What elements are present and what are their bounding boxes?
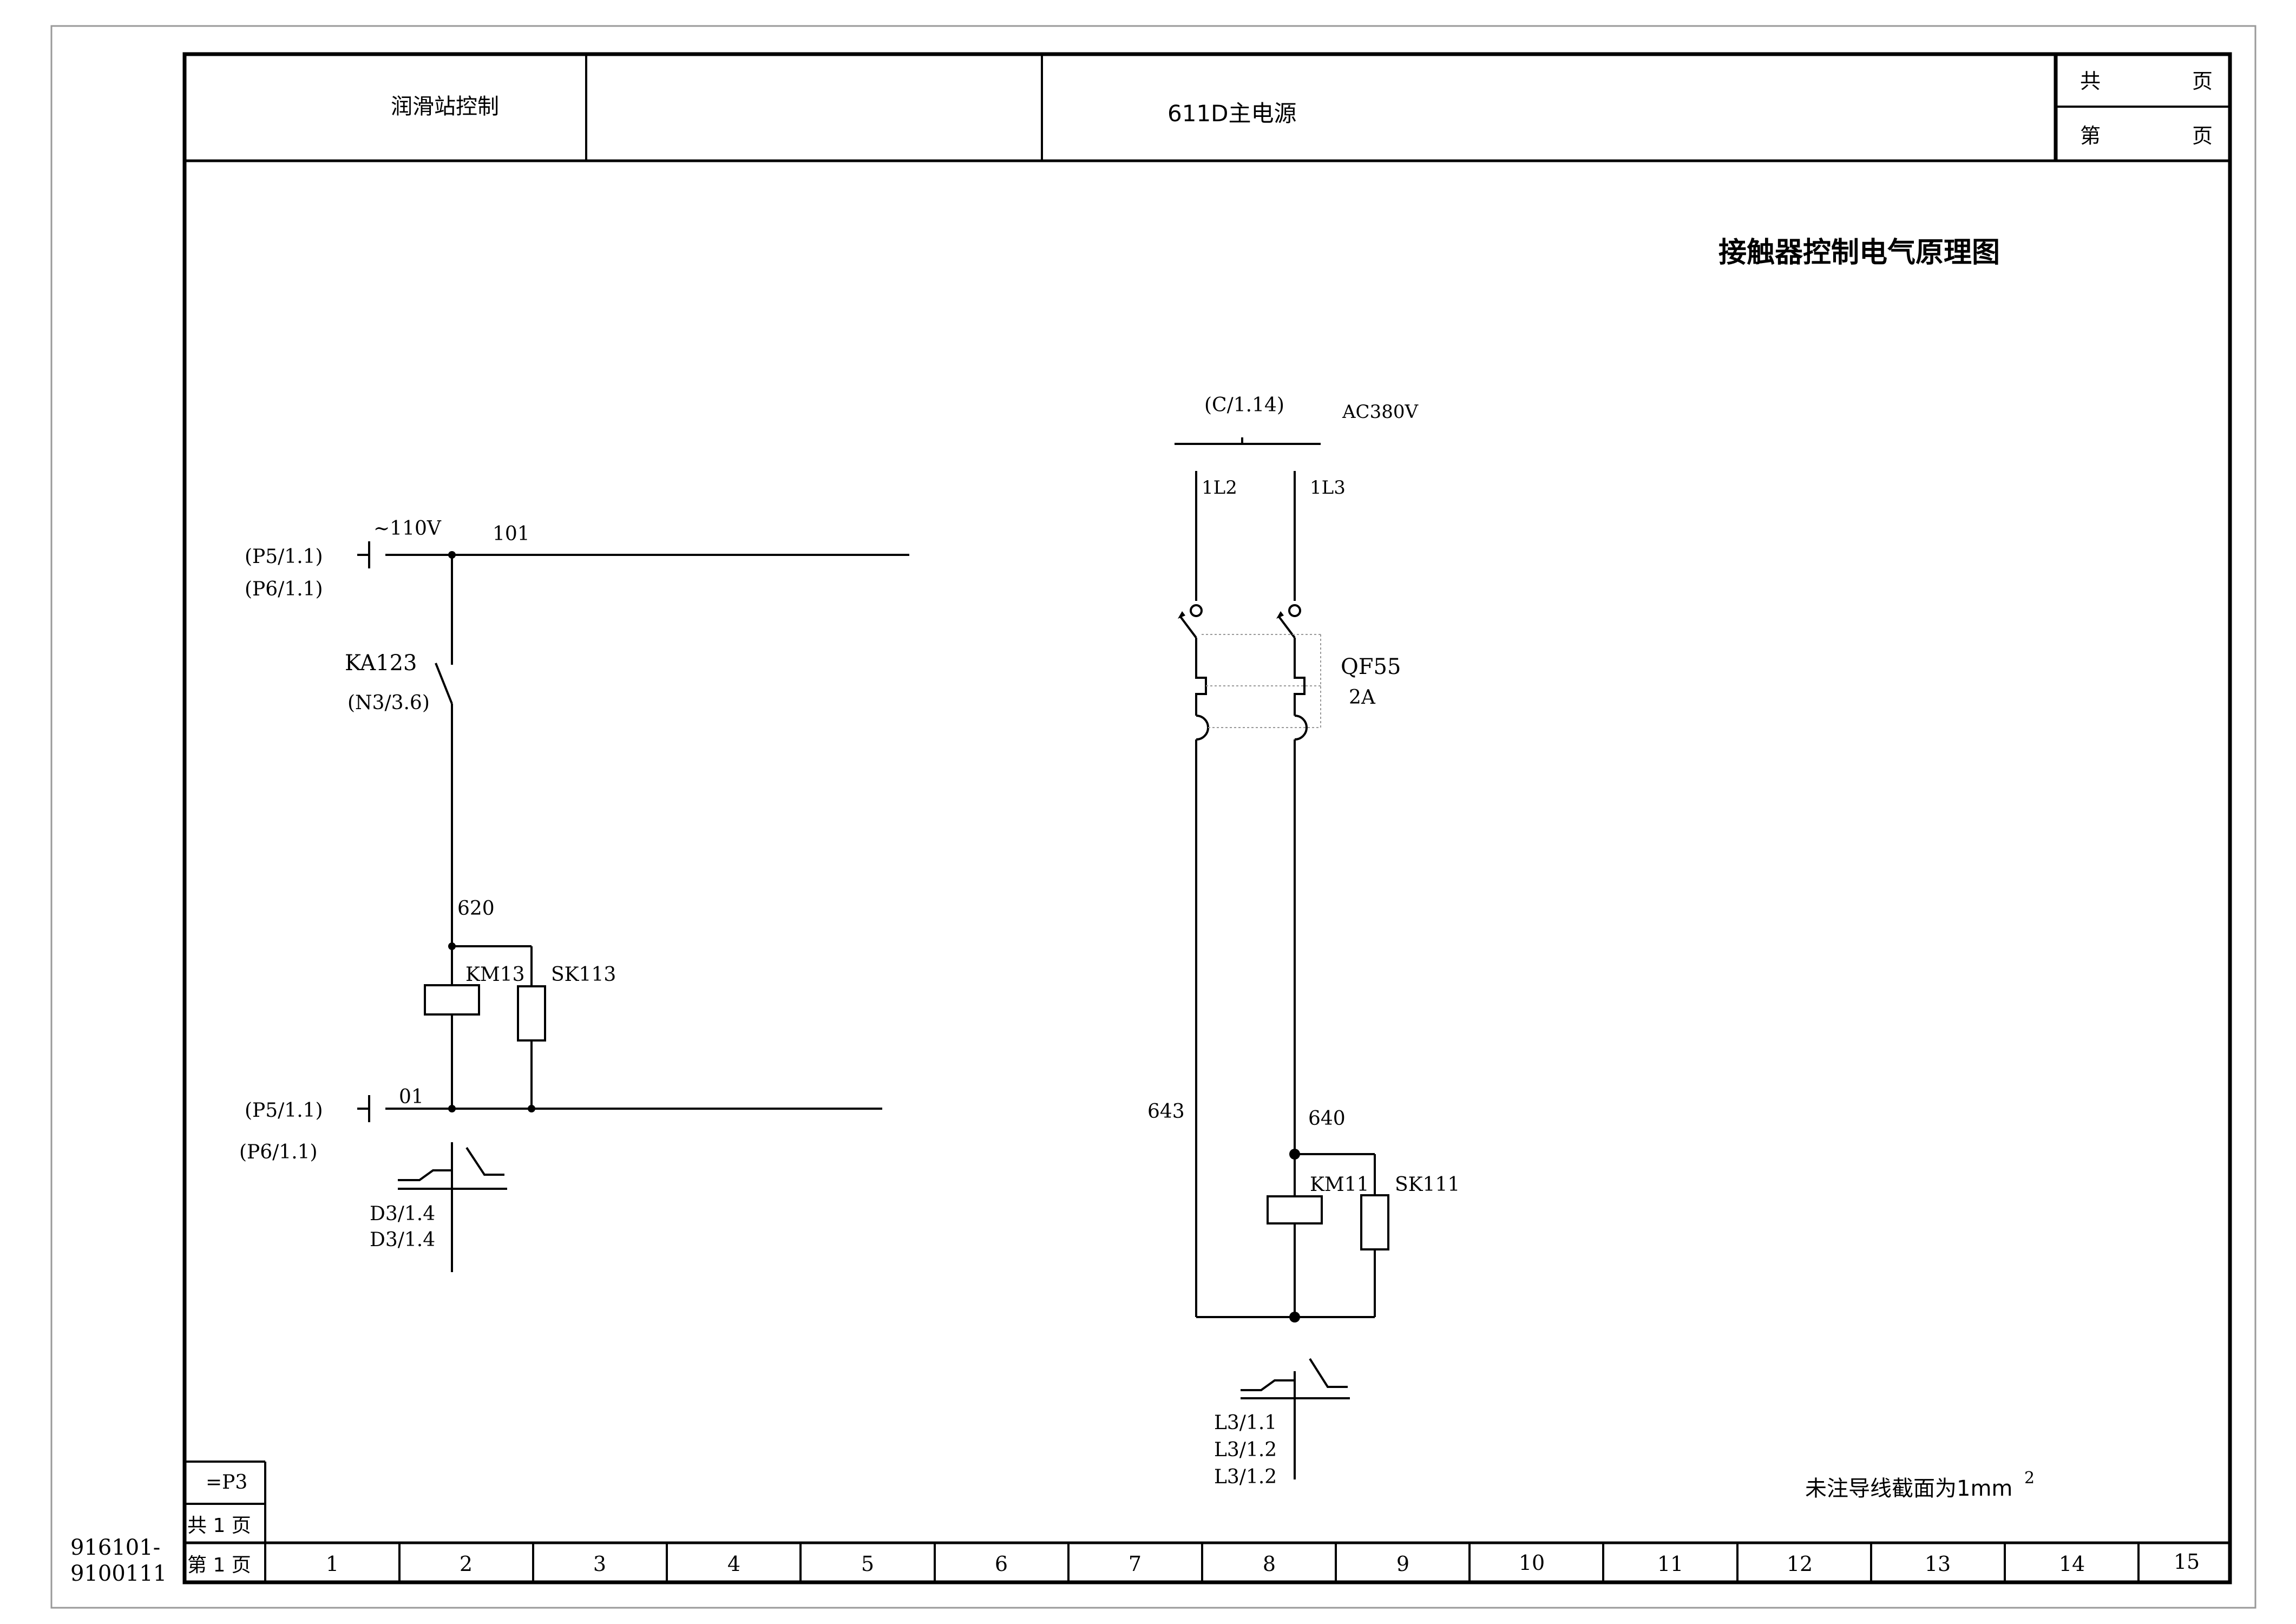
- column-number: 13: [1925, 1552, 1951, 1576]
- subject-title: 611D主电源: [1167, 100, 1297, 127]
- footer-grid: [185, 1461, 2230, 1582]
- breaker-rating: 2A: [1349, 686, 1376, 709]
- right-voltage-label: AC380V: [1342, 401, 1419, 423]
- junction-coil-return: [1289, 1312, 1300, 1322]
- column-number: 10: [1519, 1551, 1545, 1575]
- drawing-frame: [182, 52, 2232, 1584]
- breaker-label-qf55: QF55: [1341, 654, 1401, 679]
- page-border: [50, 25, 2256, 1609]
- column-number: 2: [460, 1552, 473, 1576]
- wire-section-note-superscript: 2: [2024, 1469, 2035, 1488]
- page-number-label: 第: [2080, 124, 2101, 148]
- right-circuit-wiring: [1175, 437, 1389, 1479]
- left-circuit-wiring: [357, 541, 909, 1272]
- left-return-ref-1: (P5/1.1): [245, 1099, 323, 1122]
- left-contact-ref-1: D3/1.4: [370, 1203, 435, 1225]
- wire-label-643: 643: [1147, 1101, 1185, 1123]
- right-contact-ref-1: L3/1.1: [1214, 1412, 1277, 1434]
- title-block: [185, 54, 2230, 162]
- total-pages-unit: 页: [2192, 69, 2213, 93]
- left-source-ref-1: (P5/1.1): [245, 546, 323, 568]
- junction-620: [448, 942, 456, 950]
- right-contact-ref-2: L3/1.2: [1214, 1439, 1277, 1461]
- junction-coil-bottom: [448, 1105, 456, 1112]
- junction-101: [448, 551, 456, 559]
- left-voltage-label: ~110V: [373, 518, 442, 540]
- column-number: 7: [1129, 1552, 1142, 1576]
- breaker-mechanical-link: [1202, 634, 1321, 728]
- coil-label-km11: KM11: [1310, 1174, 1369, 1196]
- wire-label-620: 620: [457, 898, 495, 920]
- breaker-actuator-right: [1276, 611, 1284, 619]
- relay-contact-ref: (N3/3.6): [347, 692, 430, 714]
- column-number: 14: [2059, 1552, 2085, 1576]
- phase-label-1l2: 1L2: [1202, 477, 1237, 499]
- phase-label-1l3: 1L3: [1310, 477, 1346, 499]
- column-number: 6: [995, 1552, 1008, 1576]
- column-numbers: 1 2 3 4 5 6 7 8 9 10 11 12 13 14 15: [326, 1550, 2200, 1576]
- column-number: 4: [727, 1552, 740, 1576]
- wire-section-note: 未注导线截面为1mm: [1805, 1476, 2012, 1501]
- page-number-unit: 页: [2192, 124, 2213, 148]
- total-pages-label: 共: [2080, 69, 2101, 93]
- column-number: 1: [326, 1552, 339, 1576]
- column-number: 9: [1396, 1552, 1409, 1576]
- right-contact-ref-3: L3/1.2: [1214, 1466, 1277, 1488]
- suppressor-label-sk113: SK113: [551, 964, 616, 986]
- drawing-title: 接触器控制电气原理图: [1718, 237, 2000, 269]
- wire-label-101: 101: [493, 523, 530, 545]
- drawing-number-line-2: 9100111: [70, 1561, 167, 1586]
- left-return-ref-2: (P6/1.1): [239, 1141, 318, 1163]
- project-title: 润滑站控制: [391, 94, 499, 119]
- column-number: 3: [593, 1552, 606, 1576]
- left-contact-ref-2: D3/1.4: [370, 1229, 435, 1251]
- column-number: 12: [1787, 1552, 1813, 1576]
- footer-total-pages: 共 1 页: [187, 1515, 251, 1537]
- coil-label-km13: KM13: [465, 964, 525, 986]
- breaker-actuator-left: [1178, 611, 1185, 619]
- junction-640: [1289, 1149, 1300, 1160]
- footer-current-page: 第 1 页: [187, 1554, 251, 1576]
- left-source-ref-2: (P6/1.1): [245, 578, 323, 600]
- wire-label-01: 01: [399, 1086, 424, 1108]
- column-number: 5: [861, 1552, 874, 1576]
- right-source-ref: (C/1.14): [1204, 394, 1284, 416]
- suppressor-label-sk111: SK111: [1395, 1174, 1460, 1196]
- drawing-number-line-1: 916101-: [70, 1535, 160, 1560]
- wire-label-640: 640: [1308, 1108, 1346, 1130]
- relay-contact-label: KA123: [345, 651, 417, 676]
- junction-suppressor-bottom: [528, 1105, 535, 1112]
- column-number: 11: [1657, 1552, 1683, 1576]
- location-code: =P3: [206, 1471, 247, 1494]
- column-number: 8: [1263, 1552, 1276, 1576]
- column-number: 15: [2174, 1550, 2200, 1574]
